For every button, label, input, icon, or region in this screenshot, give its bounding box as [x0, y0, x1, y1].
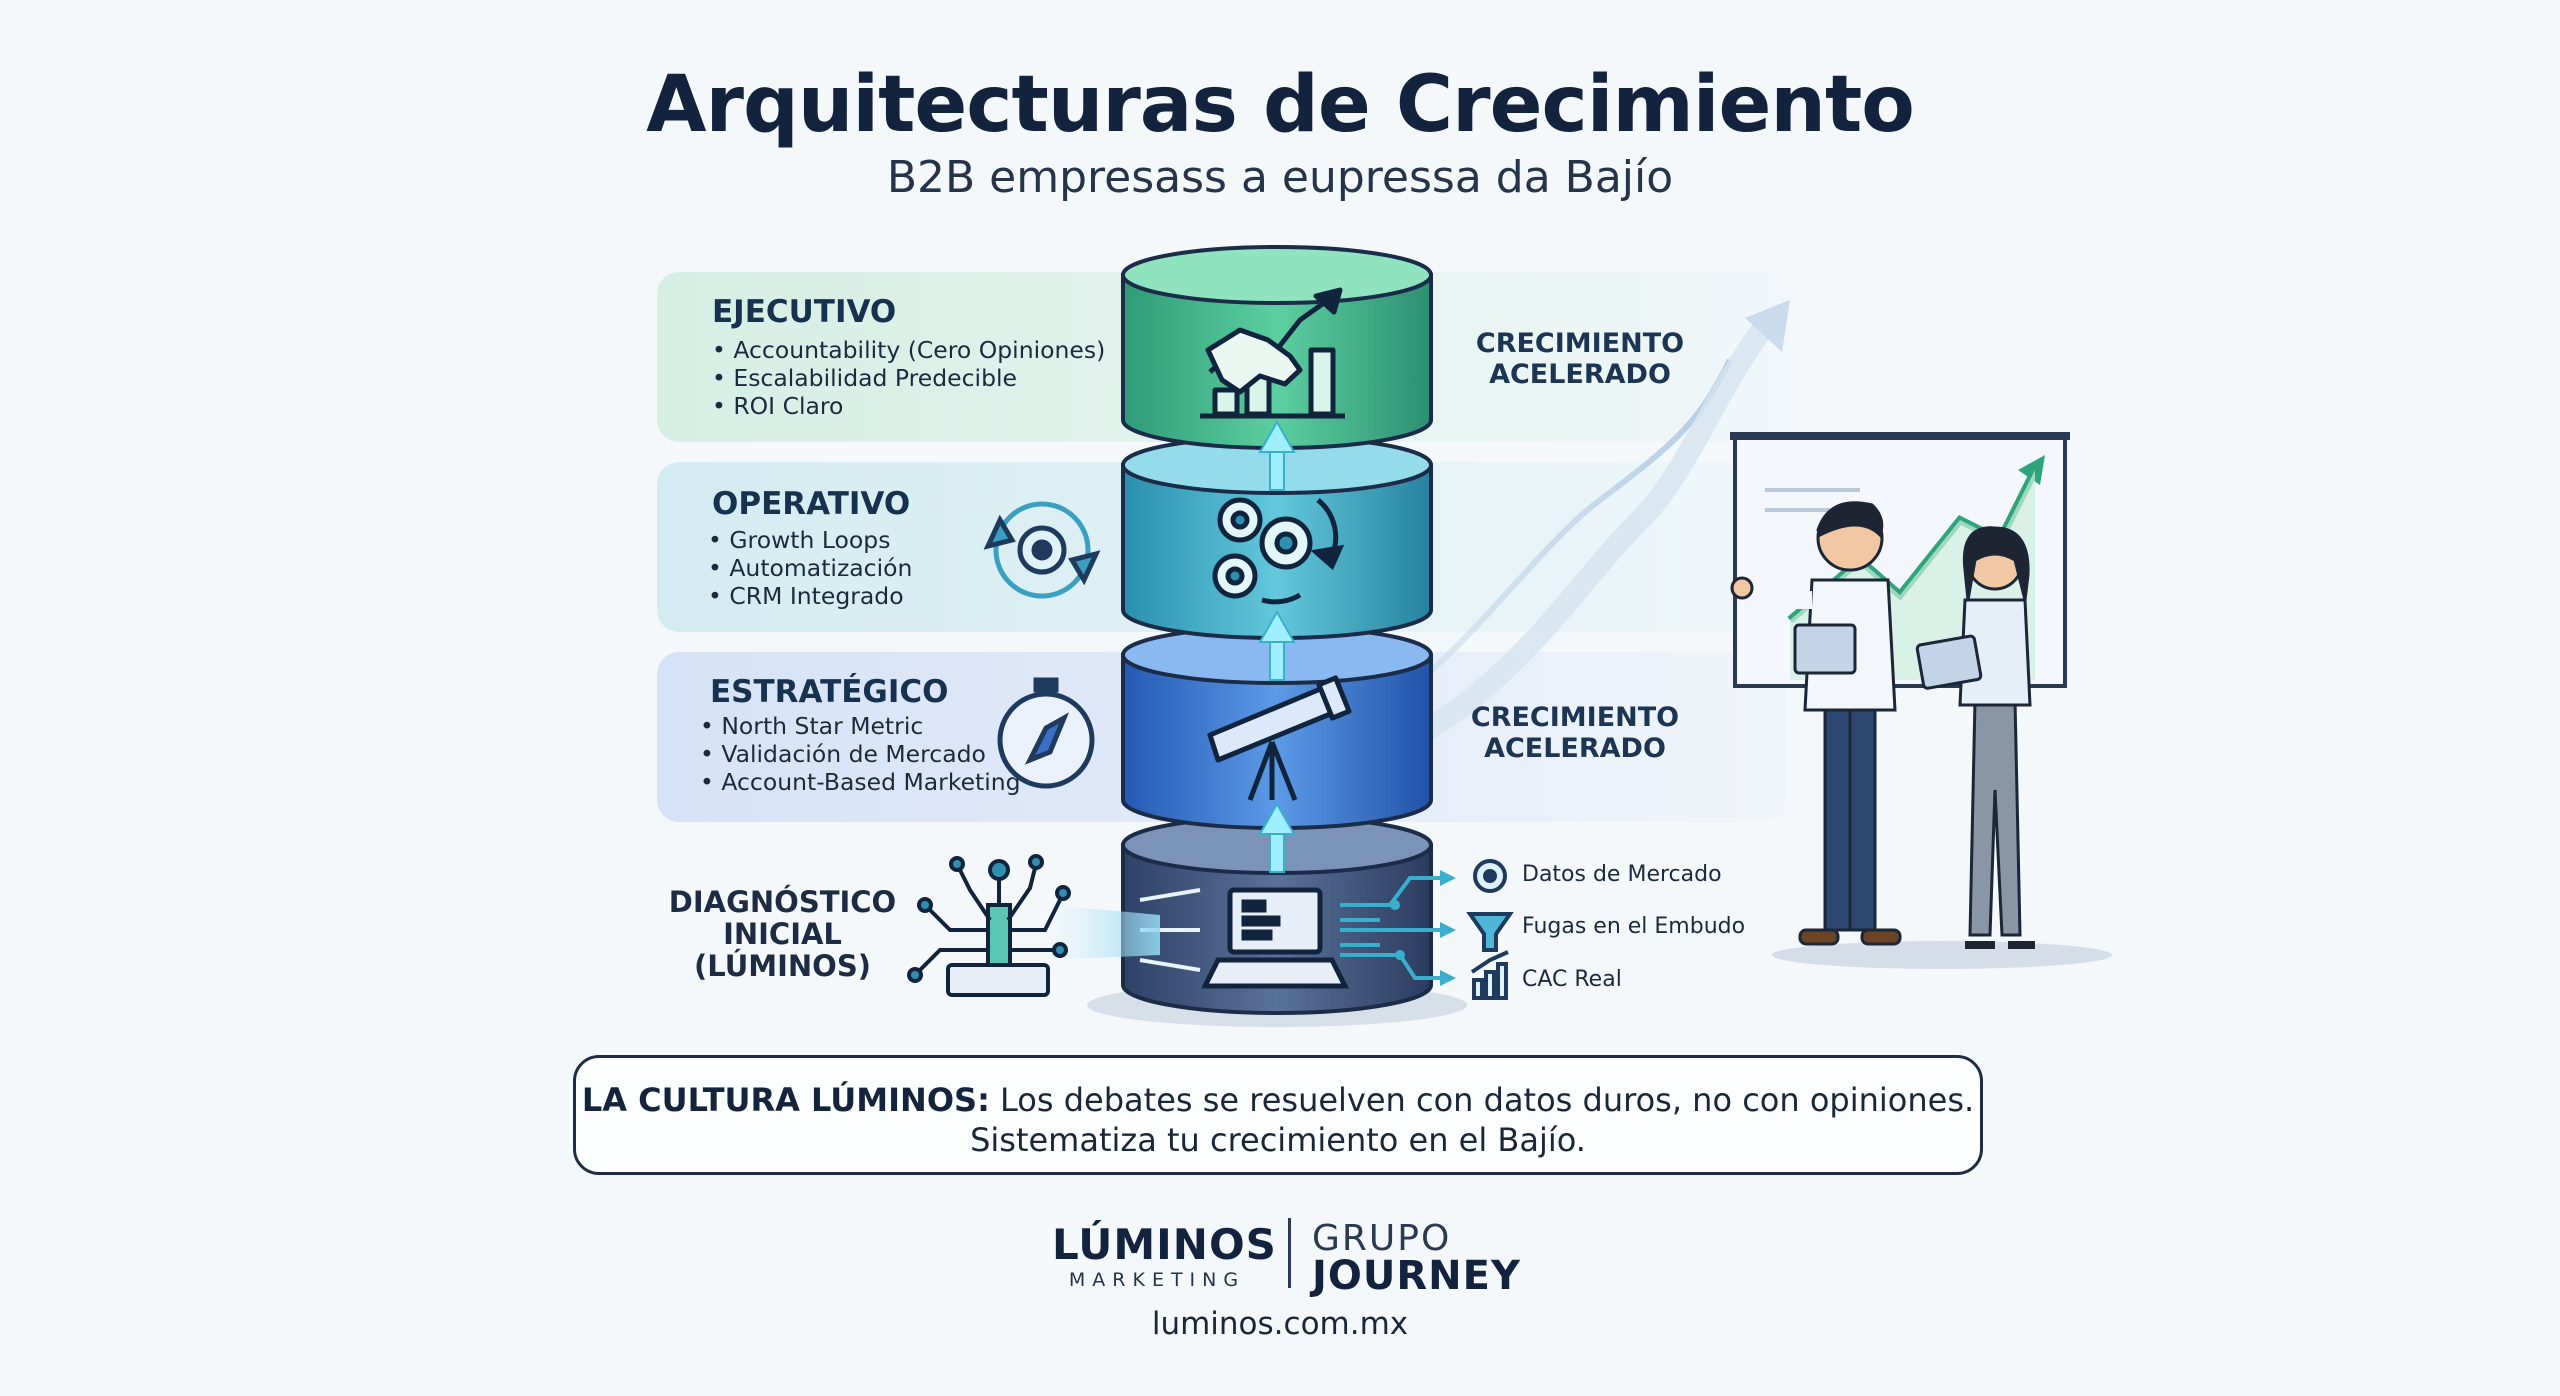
growth-label-bottom: CRECIMIENTO ACELERADO — [1465, 702, 1685, 764]
growth-label-line: CRECIMIENTO — [1470, 702, 1680, 733]
growth-curve-big — [1309, 309, 1781, 791]
culture-heading: LA CULTURA LÚMINOS: — [581, 1081, 990, 1119]
gear-icon — [1473, 859, 1507, 893]
level-bullets-estrategico: North Star Metric Validación de Mercado … — [700, 712, 1021, 796]
luminos-logo-sub: MARKETING — [1068, 1269, 1246, 1291]
cycle-gear-icon — [983, 501, 1101, 599]
bullet: North Star Metric — [700, 712, 1021, 740]
growth-label-line: CRECIMIENTO — [1475, 328, 1685, 359]
output-lines — [1340, 876, 1440, 980]
website-link[interactable]: luminos.com.mx — [1151, 1306, 1409, 1342]
laptop-icon — [1200, 887, 1350, 989]
growth-curve-arrowhead — [1745, 300, 1790, 352]
grupo-journey-logo: GRUPO JOURNEY — [1312, 1218, 1521, 1299]
man-presenter — [1730, 501, 1902, 946]
level-title-ejecutivo: EJECUTIVO — [712, 294, 897, 330]
page-subtitle: B2B empresass a eupressa da Bajío — [886, 152, 1674, 203]
output-label-fugas: Fugas en el Embudo — [1522, 914, 1746, 939]
bullet: Validación de Mercado — [700, 740, 1021, 768]
telescope-icon — [1207, 675, 1352, 801]
bullet: Escalabilidad Predecible — [712, 364, 1105, 392]
luminos-logo: LÚMINOS MARKETING — [1052, 1220, 1277, 1291]
grupo-journey-logo-top: GRUPO — [1312, 1218, 1452, 1259]
output-label-cac: CAC Real — [1522, 967, 1622, 992]
grupo-journey-logo-bottom: JOURNEY — [1312, 1253, 1521, 1299]
diagnostic-line: DIAGNÓSTICO — [668, 885, 897, 919]
diagnostic-line: INICIAL — [723, 917, 842, 951]
diagnostic-label: DIAGNÓSTICO INICIAL (LÚMINOS) — [660, 886, 905, 982]
output-label-datos: Datos de Mercado — [1522, 862, 1722, 887]
data-beam — [1050, 905, 1160, 960]
diagnostic-line: (LÚMINOS) — [694, 949, 871, 983]
bullet: Account-Based Marketing — [700, 768, 1020, 796]
funnel-icon — [1466, 912, 1514, 952]
bullet: Accountability (Cero Opiniones) — [712, 336, 1105, 364]
level-title-estrategico: ESTRATÉGICO — [710, 674, 949, 710]
bar-chart-icon — [1470, 950, 1509, 1000]
page-title: Arquitecturas de Crecimiento — [646, 60, 1915, 150]
luminos-logo-main: LÚMINOS — [1052, 1220, 1277, 1269]
bullet: CRM Integrado — [708, 582, 912, 610]
bullet: Growth Loops — [708, 526, 912, 554]
gears-cycle-icon — [1212, 497, 1345, 605]
level-title-operativo: OPERATIVO — [712, 486, 911, 522]
bullet: ROI Claro — [712, 392, 1105, 420]
growth-label-line: ACELERADO — [1489, 359, 1671, 390]
woman-presenter — [1915, 526, 2035, 949]
level-bullets-operativo: Growth Loops Automatización CRM Integrad… — [708, 526, 912, 610]
logo-divider — [1288, 1218, 1291, 1288]
handshake-growth-icon — [1200, 287, 1345, 419]
culture-line2: Sistematiza tu crecimiento en el Bajío. — [970, 1121, 1586, 1159]
growth-label-top: CRECIMIENTO ACELERADO — [1470, 328, 1690, 390]
up-arrow-icon — [1258, 419, 1296, 873]
culture-statement-box: LA CULTURA LÚMINOS: Los debates se resue… — [573, 1055, 1983, 1175]
diagnostic-device-icon — [907, 854, 1071, 997]
compass-icon — [997, 677, 1095, 789]
culture-text: Los debates se resuelven con datos duros… — [989, 1081, 1975, 1119]
growth-label-line: ACELERADO — [1484, 733, 1666, 764]
level-bullets-ejecutivo: Accountability (Cero Opiniones) Escalabi… — [712, 336, 1105, 420]
bullet: Automatización — [708, 554, 912, 582]
